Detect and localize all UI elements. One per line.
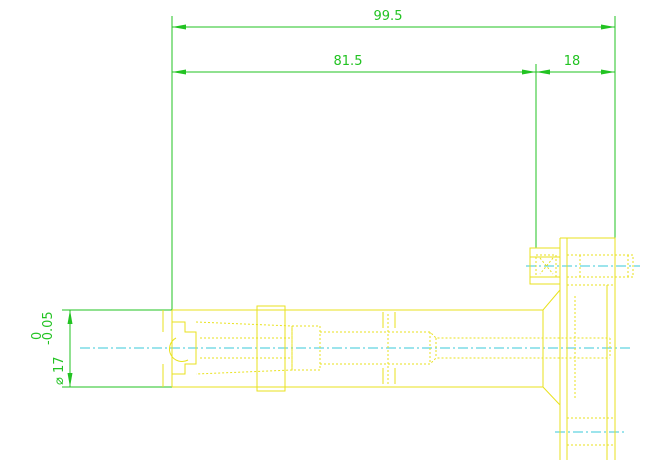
shaft-hidden-lines	[195, 314, 611, 384]
dimension-shaft-length: 81.5	[172, 54, 537, 248]
dimension-diameter: ⌀ 17 0 -0.05	[30, 309, 172, 388]
dim-overall-label: 99.5	[374, 9, 403, 24]
dimension-overall: 99.5	[171, 9, 616, 312]
dim-tol-upper: 0	[30, 332, 45, 340]
dim-flange-width-label: 18	[564, 54, 581, 69]
flange-hidden-lines	[535, 254, 634, 446]
dim-tol-lower: -0.05	[41, 311, 56, 345]
dim-shaft-length-label: 81.5	[334, 54, 363, 69]
centerlines	[80, 265, 640, 433]
dimension-flange-width: 18	[536, 54, 615, 75]
dim-diameter-label: ⌀ 17	[52, 356, 67, 385]
shaft-outline	[162, 289, 561, 406]
